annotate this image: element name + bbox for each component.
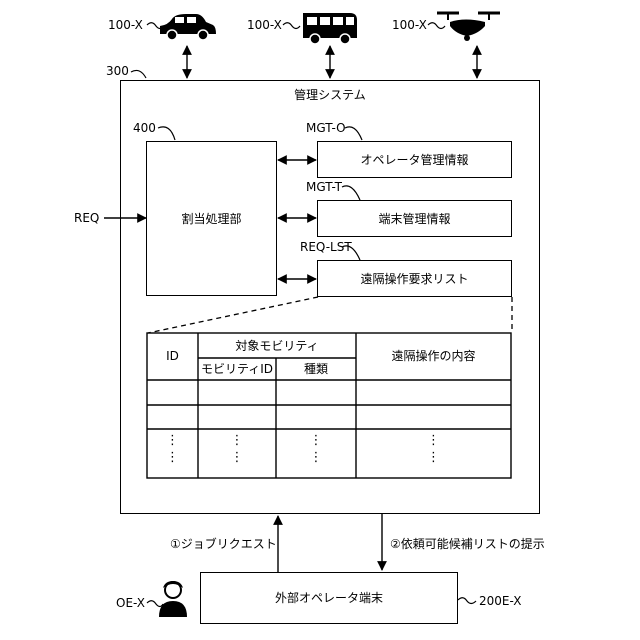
- operator-terminal-box: 外部オペレータ端末: [200, 572, 458, 624]
- table-header-id: ID: [147, 349, 198, 363]
- table-ellipsis-type: ⋮: [276, 434, 356, 447]
- operator-terminal-label: 外部オペレータ端末: [275, 591, 383, 605]
- table-header-remote-content: 遠隔操作の内容: [356, 349, 511, 363]
- table-header-target-mobility: 対象モビリティ: [198, 339, 356, 353]
- table-ellipsis-content-2: ⋮: [356, 451, 511, 464]
- operator-terminal-ref: 200E-X: [479, 594, 521, 608]
- candidate-list-label: ②依頼可能候補リストの提示: [390, 537, 545, 551]
- job-request-label: ①ジョブリクエスト: [170, 537, 277, 551]
- table-ellipsis-id-2: ⋮: [147, 451, 198, 464]
- table-ellipsis-mobility-id-2: ⋮: [198, 451, 276, 464]
- table-header-mobility-id: モビリティID: [198, 362, 276, 376]
- table-ellipsis-mobility-id: ⋮: [198, 434, 276, 447]
- table-ellipsis-id: ⋮: [147, 434, 198, 447]
- table-ellipsis-content: ⋮: [356, 434, 511, 447]
- table-ellipsis-type-2: ⋮: [276, 451, 356, 464]
- table-header-type: 種類: [276, 362, 356, 376]
- operator-ref-label: OE-X: [116, 596, 145, 610]
